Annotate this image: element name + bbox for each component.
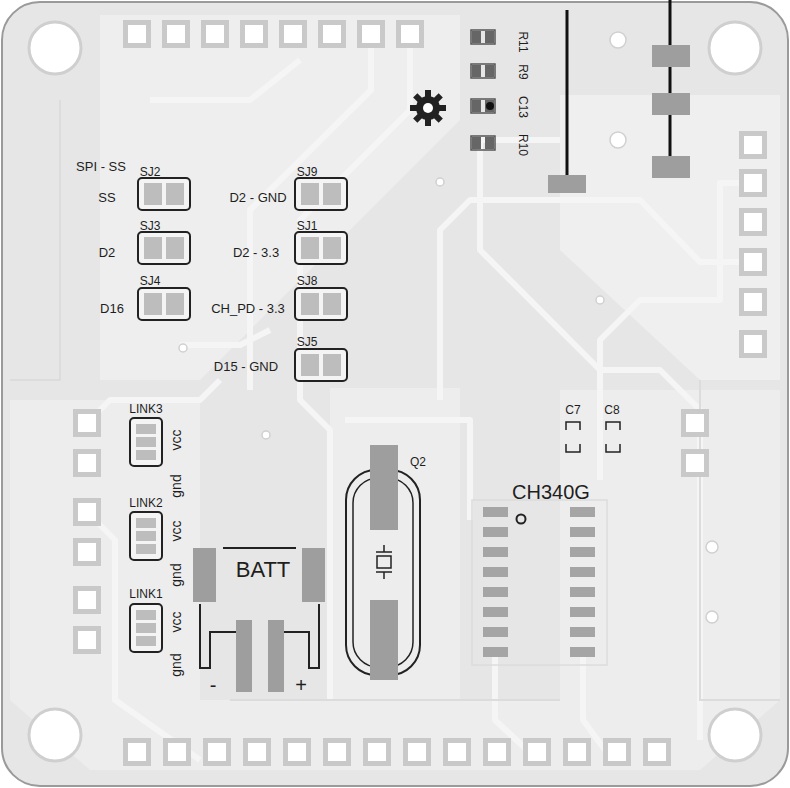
silkscreen-label: gnd — [169, 563, 183, 586]
silkscreen-label: C13 — [517, 96, 529, 118]
silkscreen-label: D2 - 3.3 — [233, 246, 279, 259]
silkscreen-label: SJ3 — [140, 220, 161, 232]
silkscreen-label: CH_PD - 3.3 — [211, 302, 285, 315]
silkscreen-note: SPI - SS — [76, 160, 126, 173]
silkscreen-label: D2 — [99, 246, 116, 259]
jumper-function: D2 - GND — [229, 191, 286, 204]
silkscreen-label: R10 — [517, 134, 529, 156]
silkscreen-label: Q2 — [410, 456, 426, 468]
silkscreen-label: D15 - GND — [214, 360, 278, 373]
silkscreen-label: + — [295, 675, 307, 695]
silkscreen-label: C7 — [565, 404, 580, 416]
silkscreen-label: D16 — [100, 302, 124, 315]
silkscreen-label: LINK3 — [129, 403, 162, 415]
silkscreen-label: LINK1 — [129, 588, 162, 600]
jumper-name: SJ9 — [297, 166, 318, 178]
silkscreen-label: SJ8 — [297, 275, 318, 287]
silkscreen-label: C8 — [604, 404, 619, 416]
silkscreen-label: SJ5 — [297, 336, 318, 348]
silkscreen-label: SJ4 — [140, 275, 161, 287]
silkscreen-label: R9 — [517, 64, 529, 79]
silkscreen-label: vcc — [169, 612, 183, 633]
jumper-name: SJ2 — [140, 166, 161, 178]
signal-name: SS — [98, 191, 115, 204]
silkscreen-label: BATT — [236, 559, 291, 581]
silkscreen-label: CH340G — [512, 482, 590, 502]
silkscreen-label: LINK2 — [129, 497, 162, 509]
silkscreen-label: gnd — [169, 474, 183, 497]
silkscreen-label: vcc — [169, 430, 183, 451]
silkscreen-label: vcc — [169, 521, 183, 542]
silkscreen-label: R11 — [517, 31, 529, 52]
silkscreen-label: - — [210, 675, 217, 695]
silkscreen-label: SJ1 — [297, 220, 318, 232]
silkscreen-label: gnd — [169, 653, 183, 676]
